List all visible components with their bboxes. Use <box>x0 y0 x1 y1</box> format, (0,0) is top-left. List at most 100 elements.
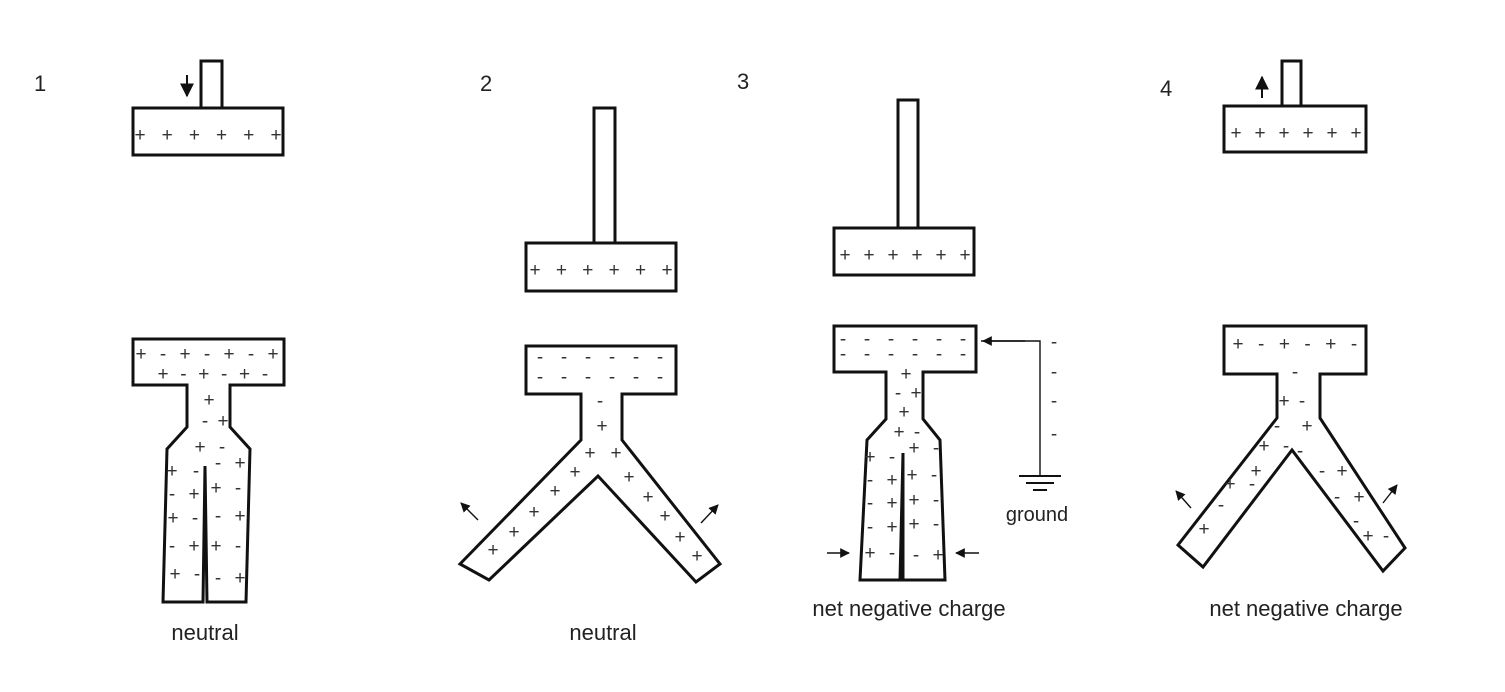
positive-charge: + <box>906 465 917 486</box>
negative-charge: - <box>960 344 966 365</box>
positive-charge: + <box>549 481 560 502</box>
positive-charge: + <box>674 527 685 548</box>
positive-charge: + <box>1230 123 1241 144</box>
positive-charge: + <box>210 478 221 499</box>
negative-charge: - <box>609 367 615 388</box>
negative-charge: - <box>597 391 603 412</box>
negative-charge: - <box>864 344 870 365</box>
positive-charge: + <box>223 344 234 365</box>
positive-charge: + <box>1278 391 1289 412</box>
panel-3-ground-label: ground <box>1006 504 1068 526</box>
panel-1: 1 ++++++ +-+-+-+ +-+-+- + -+ +- +- -+ +-… <box>34 59 286 645</box>
positive-charge: + <box>198 364 209 385</box>
positive-charge: + <box>584 443 595 464</box>
negative-charge: - <box>867 517 873 538</box>
positive-charge: + <box>203 390 214 411</box>
positive-charge: + <box>908 490 919 511</box>
positive-charge: + <box>270 125 281 146</box>
panel-3-electroscope-charges: ------ ------ + -+ + +- +- -+ -+ -+ +- +… <box>840 329 966 566</box>
negative-charge: - <box>936 344 942 365</box>
negative-charge: - <box>914 422 920 443</box>
panel-3: 3 ++++++ ------ ------ + -+ + +- +- -+ -… <box>737 69 1068 621</box>
positive-charge: + <box>908 514 919 535</box>
positive-charge: + <box>234 568 245 589</box>
positive-charge: + <box>189 125 200 146</box>
negative-charge: - <box>537 347 543 368</box>
negative-charge: - <box>840 329 846 350</box>
positive-charge: + <box>234 506 245 527</box>
negative-charge: - <box>561 347 567 368</box>
positive-charge: + <box>188 536 199 557</box>
positive-charge: + <box>1198 519 1209 540</box>
negative-charge: - <box>912 344 918 365</box>
positive-charge: + <box>864 543 875 564</box>
panel-4-charged-rod: ++++++ <box>1222 59 1368 154</box>
negative-charge: - <box>933 514 939 535</box>
positive-charge: + <box>157 364 168 385</box>
negative-charge: - <box>1051 424 1057 445</box>
positive-charge: + <box>1302 123 1313 144</box>
positive-charge: + <box>910 383 921 404</box>
positive-charge: + <box>1250 461 1261 482</box>
positive-charge: + <box>863 245 874 266</box>
negative-charge: - <box>235 478 241 499</box>
negative-charge: - <box>585 367 591 388</box>
positive-charge: + <box>162 125 173 146</box>
positive-charge: + <box>1279 334 1290 355</box>
positive-charge: + <box>893 422 904 443</box>
positive-charge: + <box>898 402 909 423</box>
panel-3-electroscope: ------ ------ + -+ + +- +- -+ -+ -+ +- +… <box>832 324 978 582</box>
positive-charge: + <box>267 344 278 365</box>
positive-charge: + <box>1325 334 1336 355</box>
positive-charge: + <box>609 260 620 281</box>
negative-charge: - <box>1274 416 1280 437</box>
positive-charge: + <box>886 470 897 491</box>
negative-charge: - <box>160 344 166 365</box>
panel-2-right-leaf-arrow <box>700 504 719 524</box>
panel-1-electroscope-charges: +-+-+-+ +-+-+- + -+ +- +- -+ +- -+ +- -+… <box>135 344 278 589</box>
panel-4: 4 ++++++ +-+-+- - +- -+ +- - + +- - + -+… <box>1160 59 1407 621</box>
positive-charge: + <box>217 411 228 432</box>
negative-charge: - <box>888 344 894 365</box>
negative-charge: - <box>169 536 175 557</box>
negative-charge: - <box>1319 461 1325 482</box>
positive-charge: + <box>528 502 539 523</box>
positive-charge: + <box>134 125 145 146</box>
panel-1-caption: neutral <box>171 620 238 645</box>
negative-charge: - <box>1051 332 1057 353</box>
positive-charge: + <box>210 536 221 557</box>
panel-4-number: 4 <box>1160 76 1172 101</box>
positive-charge: + <box>1336 461 1347 482</box>
negative-charge: - <box>889 543 895 564</box>
panel-2-electroscope: ------ ------ - + ++ + + + + + + + + + + <box>457 344 723 585</box>
positive-charge: + <box>1232 334 1243 355</box>
negative-charge: - <box>1351 334 1357 355</box>
negative-charge: - <box>585 347 591 368</box>
negative-charge: - <box>219 437 225 458</box>
positive-charge: + <box>661 260 672 281</box>
panel-2-charged-rod: ++++++ <box>524 106 678 293</box>
negative-charge: - <box>657 367 663 388</box>
panel-4-rod-charges: ++++++ <box>1230 123 1361 144</box>
panel-4-left-leaf-arrow <box>1175 490 1192 509</box>
positive-charge: + <box>216 125 227 146</box>
positive-charge: + <box>887 245 898 266</box>
panel-1-rod-charges: ++++++ <box>134 125 281 146</box>
positive-charge: + <box>582 260 593 281</box>
negative-charge: - <box>215 568 221 589</box>
negative-charge: - <box>1383 526 1389 547</box>
positive-charge: + <box>188 484 199 505</box>
positive-charge: + <box>569 462 580 483</box>
positive-charge: + <box>623 467 634 488</box>
positive-charge: + <box>1278 123 1289 144</box>
positive-charge: + <box>1254 123 1265 144</box>
positive-charge: + <box>1224 474 1235 495</box>
negative-charge: - <box>202 411 208 432</box>
positive-charge: + <box>234 453 245 474</box>
negative-charge: - <box>194 564 200 585</box>
positive-charge: + <box>135 344 146 365</box>
negative-charge: - <box>1304 334 1310 355</box>
positive-charge: + <box>610 443 621 464</box>
positive-charge: + <box>487 540 498 561</box>
